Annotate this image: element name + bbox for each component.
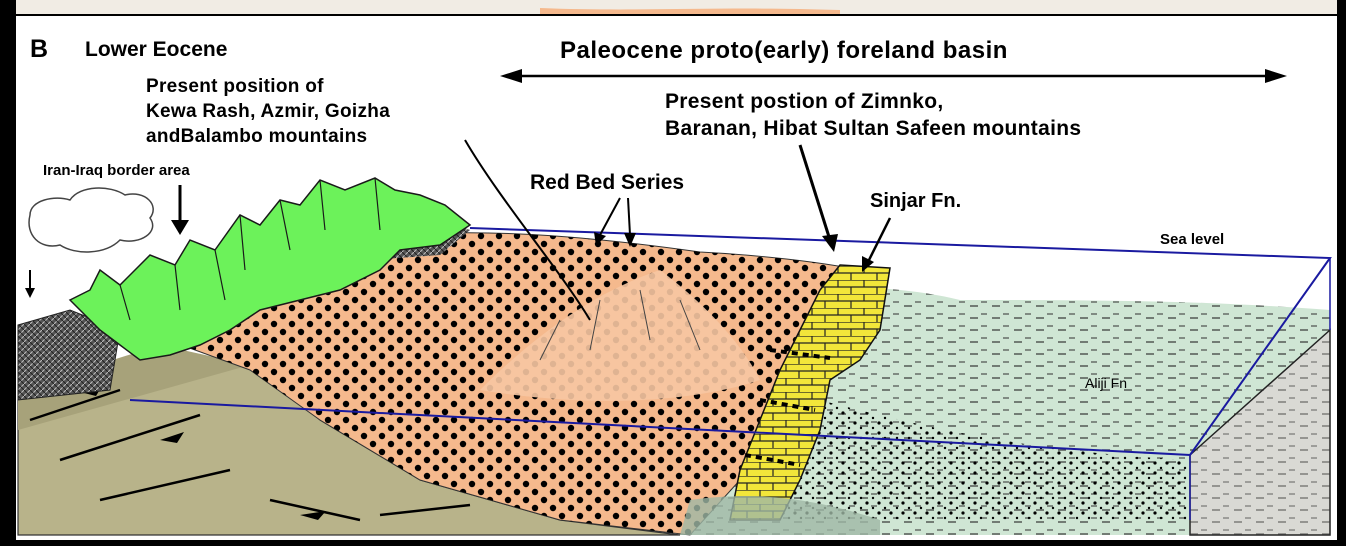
zimnko-label-line1: Present postion of Zimnko, — [665, 90, 943, 113]
zimnko-label-line2: Baranan, Hibat Sultan Safeen mountains — [665, 117, 1081, 140]
sea-level-label: Sea level — [1160, 232, 1224, 249]
red-bed-label: Red Bed Series — [530, 171, 684, 194]
panel-letter: B — [30, 36, 48, 64]
panel-title: Lower Eocene — [85, 38, 227, 61]
basin-label: Paleocene proto(early) foreland basin — [560, 38, 1008, 64]
present-position-label-line2: Kewa Rash, Azmir, Goizha — [146, 102, 390, 123]
present-position-label-line1: Present position of — [146, 77, 324, 98]
sinjar-label: Sinjar Fn. — [870, 190, 961, 212]
aliji-label: Aliji Fn — [1085, 376, 1127, 391]
present-position-label-line3: andBalambo mountains — [146, 127, 367, 148]
border-area-label: Iran-Iraq border area — [43, 163, 190, 180]
